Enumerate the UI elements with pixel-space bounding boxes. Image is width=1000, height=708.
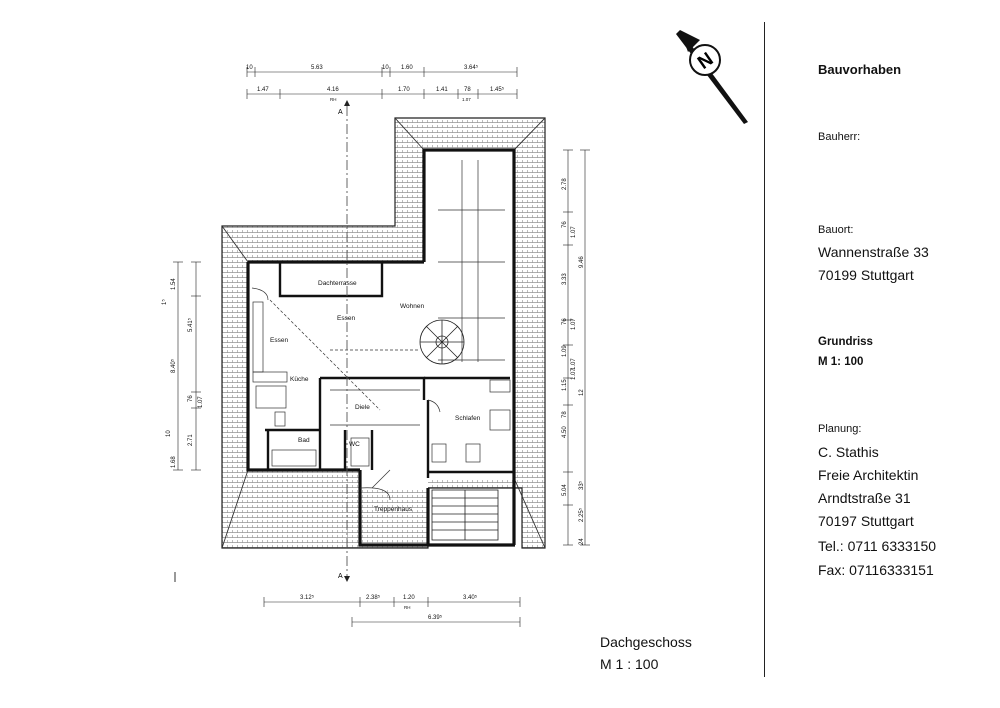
- floor-area: [248, 150, 514, 488]
- dim-right-15: 33⁵: [578, 480, 585, 490]
- drawing-scale: M 1: 100: [818, 356, 864, 368]
- dim-left-7: 10: [166, 430, 172, 437]
- architect-role: Freie Architektin: [818, 467, 919, 483]
- dim-right-13: 12: [579, 389, 585, 396]
- dim-bottom1-3: 1.20: [403, 595, 415, 601]
- dim-right-12: 4.50: [562, 426, 568, 438]
- dim-right-2: 76: [562, 221, 568, 228]
- room-essen-upper: Essen: [337, 315, 355, 322]
- room-kueche: Küche: [290, 376, 309, 383]
- dimensions-top: 10 5.63 10 1.60 3.64⁵ 1.47 4.16 RH 1.70 …: [246, 64, 518, 102]
- dim-right-17: 24: [579, 538, 585, 545]
- spiral-stair: [419, 319, 465, 365]
- dim-top1-5: 3.64⁵: [464, 64, 479, 71]
- title-block-divider: [764, 22, 765, 677]
- dim-top2-3: 1.70: [398, 87, 410, 93]
- dim-top2-1: 1.47: [257, 87, 269, 93]
- dim-top2-sub: 1.07: [462, 97, 471, 102]
- dim-bottom1-2: 2.38⁵: [366, 594, 381, 601]
- dim-top2-4: 1.41: [436, 87, 448, 93]
- site-city: 70199 Stuttgart: [818, 267, 914, 283]
- dim-top2-2: 4.16: [327, 87, 339, 93]
- section-marker-top: A: [338, 109, 343, 116]
- planning-label: Planung:: [818, 423, 862, 435]
- project-heading: Bauvorhaben: [818, 62, 902, 77]
- dim-bottom1-1: 3.12⁵: [300, 594, 315, 601]
- dimensions-left: 1.54 1⁵ 5.41⁵ 8.40⁵ 76 1.07 10 2.71 1.68: [161, 261, 204, 471]
- dim-left-6: 1.07: [198, 396, 204, 408]
- room-dachterrasse: Dachterrasse: [318, 280, 357, 287]
- dim-right-14: 5.04: [562, 484, 568, 496]
- dim-bottom2: 6.39⁵: [428, 614, 443, 621]
- dim-top1-4: 1.60: [401, 65, 413, 71]
- dimensions-right: 9.46 2.78 76 1.07 3.33 1.07 76 1.09 1.07…: [562, 149, 590, 546]
- dim-right-5: 1.07: [571, 318, 577, 330]
- dim-top1-3: 10: [382, 65, 389, 71]
- dim-right-10: 1.07: [571, 368, 577, 380]
- client-label: Bauherr:: [818, 131, 861, 143]
- dim-right-8: 1.07: [571, 358, 577, 370]
- dim-right-7: 1.09: [562, 345, 568, 357]
- dim-top1-1: 10: [246, 65, 253, 71]
- dim-left-2: 1⁵: [161, 299, 168, 305]
- room-wohnen: Wohnen: [400, 303, 424, 310]
- dim-right-11: 78: [562, 411, 568, 418]
- fixtures: [251, 160, 511, 501]
- dim-top2-5: 78: [464, 87, 471, 93]
- architect-name: C. Stathis: [818, 444, 879, 460]
- dim-right-16: 2.25⁵: [578, 507, 585, 522]
- drawing-type: Grundriss: [818, 336, 873, 348]
- room-labels: Dachterrasse Wohnen Essen Essen Küche Di…: [270, 280, 481, 513]
- north-arrow-icon: N: [676, 30, 748, 124]
- section-marker-bottom: A: [338, 573, 343, 580]
- floor-name: Dachgeschoss: [600, 634, 692, 650]
- site-street: Wannenstraße 33: [818, 244, 929, 260]
- dim-left-9: 1.68: [171, 456, 177, 468]
- dim-bottom1-4: 3.40⁵: [463, 594, 478, 601]
- room-treppenhaus: Treppenhaus: [374, 506, 413, 513]
- dim-left-3: 5.41⁵: [187, 317, 194, 332]
- room-wc: WC: [349, 441, 360, 448]
- interior-walls: [265, 262, 514, 478]
- room-diele: Diele: [355, 404, 370, 411]
- dim-right-3: 1.07: [571, 226, 577, 238]
- room-bad: Bad: [298, 437, 310, 444]
- dim-right-1: 2.78: [562, 178, 568, 190]
- dim-right-4: 3.33: [562, 273, 568, 285]
- dim-right-9: 1.15: [562, 379, 568, 391]
- architect-city: 70197 Stuttgart: [818, 513, 914, 529]
- dim-top1-2: 5.63: [311, 65, 323, 71]
- exterior-walls: [246, 148, 516, 547]
- fax-number: Fax: 07116333151: [818, 562, 934, 578]
- room-schlafen: Schlafen: [455, 415, 481, 422]
- plan-scale: M 1 : 100: [600, 656, 659, 672]
- dim-right-6: 76: [562, 318, 568, 325]
- phone-number: Tel.: 0711 6333150: [818, 538, 937, 554]
- straight-stair: [431, 489, 499, 541]
- dimensions-bottom: 3.12⁵ 2.38⁵ 1.20 RH 3.40⁵ 6.39⁵: [263, 594, 521, 627]
- room-essen: Essen: [270, 337, 288, 344]
- architect-street: Arndtstraße 31: [818, 490, 911, 506]
- dim-top2-rh: RH: [330, 97, 337, 102]
- dim-bottom1-rh: RH: [404, 605, 411, 610]
- section-line: A A: [338, 100, 350, 582]
- dim-left-8: 2.71: [188, 434, 194, 446]
- dim-left-1: 1.54: [171, 278, 177, 290]
- dim-left-5: 76: [188, 395, 194, 402]
- site-label: Bauort:: [818, 224, 854, 236]
- dim-right-outer: 9.46: [579, 256, 585, 268]
- dim-top2-6: 1.45⁵: [490, 86, 505, 93]
- dim-left-4: 8.40⁵: [170, 358, 177, 373]
